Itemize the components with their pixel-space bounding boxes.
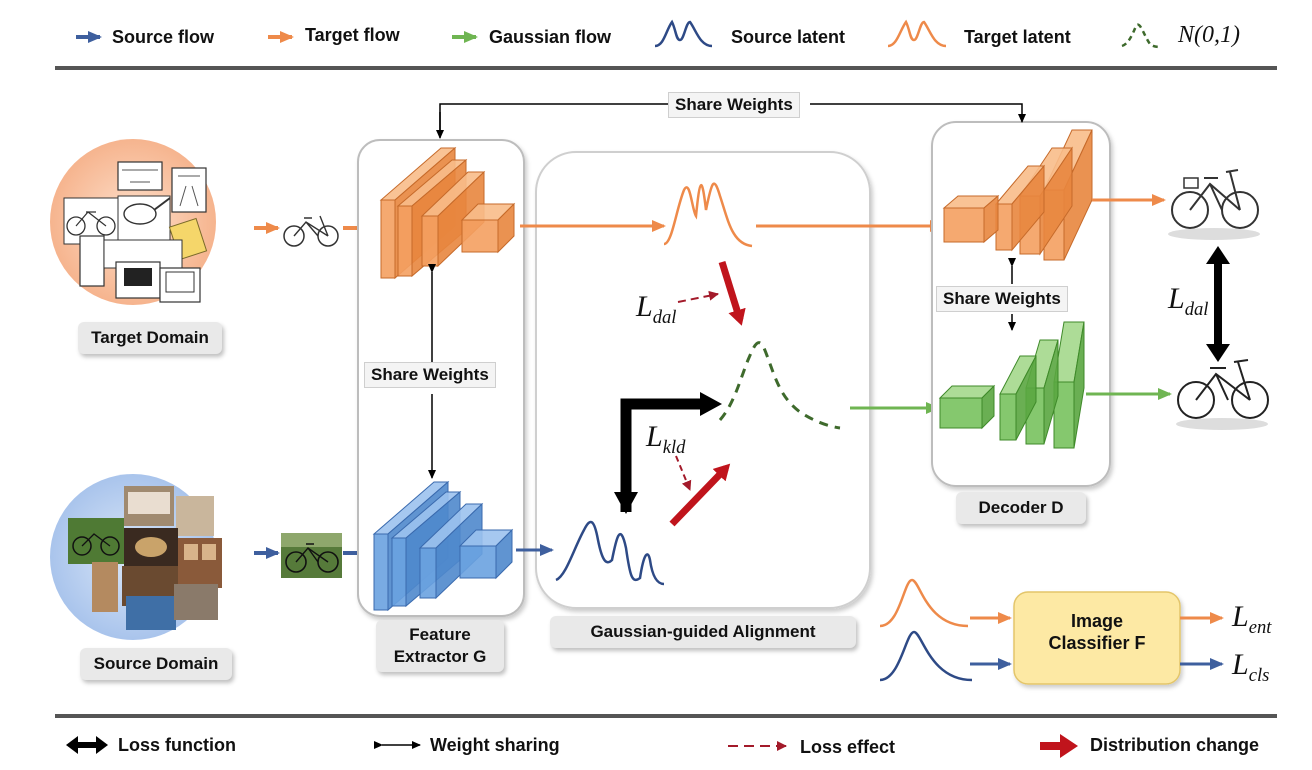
target-domain-circle <box>50 139 216 305</box>
source-encoder-blocks <box>372 480 514 612</box>
feature-extractor-label: Feature Extractor G <box>376 620 504 672</box>
image-classifier-line1: Image <box>1070 611 1124 631</box>
target-domain-label: Target Domain <box>78 322 222 354</box>
legend-normal-label: N(0,1) <box>1178 22 1240 48</box>
loss-ent: Lent <box>1232 600 1272 638</box>
loss-dal-right: Ldal <box>1168 282 1209 320</box>
legend-target-flow-label: Target flow <box>305 25 400 45</box>
gaussian-decoder-blocks <box>938 321 1085 449</box>
legend-target-latent-label: Target latent <box>964 27 1071 47</box>
decoder-label: Decoder D <box>956 492 1086 524</box>
normal-distribution-icon <box>1121 23 1161 49</box>
source-latent-icon <box>654 19 713 48</box>
kld-arrow-head-right <box>700 392 722 416</box>
target-distribution-change-arrow <box>718 260 746 326</box>
target-output-bike <box>1168 169 1260 240</box>
source-distribution-change-arrow <box>669 463 731 527</box>
gaussian-alignment-panel <box>535 151 871 609</box>
share-weights-decoder: Share Weights <box>936 286 1068 312</box>
top-separator <box>55 66 1277 70</box>
kld-path <box>620 398 700 512</box>
top-share-connector-right <box>810 103 1026 123</box>
dal-loss-effect-arrow <box>677 290 719 303</box>
dal-loss-double-arrow <box>1206 246 1230 362</box>
target-bike-image <box>280 206 342 250</box>
kld-arrow-head-down <box>614 492 638 514</box>
target-decoder-blocks <box>942 129 1093 261</box>
legend-weight-sharing-label: Weight sharing <box>430 735 560 755</box>
top-share-connector-left <box>439 103 668 134</box>
source-bike-image <box>281 533 342 578</box>
target-latent-icon <box>887 19 947 48</box>
legend-loss-effect-label: Loss effect <box>800 737 896 757</box>
loss-function-icon <box>66 736 108 754</box>
source-domain-label: Source Domain <box>80 648 232 680</box>
feature-extractor-line1: Feature <box>409 625 471 644</box>
image-classifier-line2: Classifier F <box>1048 633 1146 653</box>
gaussian-curve <box>718 341 841 430</box>
feature-extractor-line2: Extractor G <box>393 647 487 666</box>
bottom-separator <box>55 714 1277 718</box>
classifier-source-curve <box>879 630 973 682</box>
source-domain-circle <box>50 474 222 640</box>
gaussian-alignment-label: Gaussian-guided Alignment <box>550 616 856 648</box>
share-weights-top: Share Weights <box>668 92 800 118</box>
kld-loss-effect-arrow <box>675 455 692 491</box>
source-latent-curve <box>555 520 665 586</box>
target-latent-curve <box>663 182 753 248</box>
legend-gaussian-flow-label: Gaussian flow <box>489 27 612 47</box>
image-classifier-box <box>1013 591 1181 685</box>
share-weights-extractor: Share Weights <box>364 362 496 388</box>
target-encoder-blocks <box>379 146 516 280</box>
loss-cls: Lcls <box>1232 648 1270 686</box>
source-output-bike <box>1176 359 1269 430</box>
legend-source-flow-label: Source flow <box>112 27 215 47</box>
image-classifier-label: Image Classifier F <box>1014 606 1180 658</box>
loss-kld: Lkld <box>646 420 686 458</box>
loss-dal-middle: Ldal <box>636 290 677 328</box>
classifier-target-curve <box>879 578 969 628</box>
legend-loss-function-label: Loss function <box>118 735 236 755</box>
legend-source-latent-label: Source latent <box>731 27 846 47</box>
legend-distribution-change-label: Distribution change <box>1090 735 1260 755</box>
distribution-change-icon <box>1040 734 1078 758</box>
